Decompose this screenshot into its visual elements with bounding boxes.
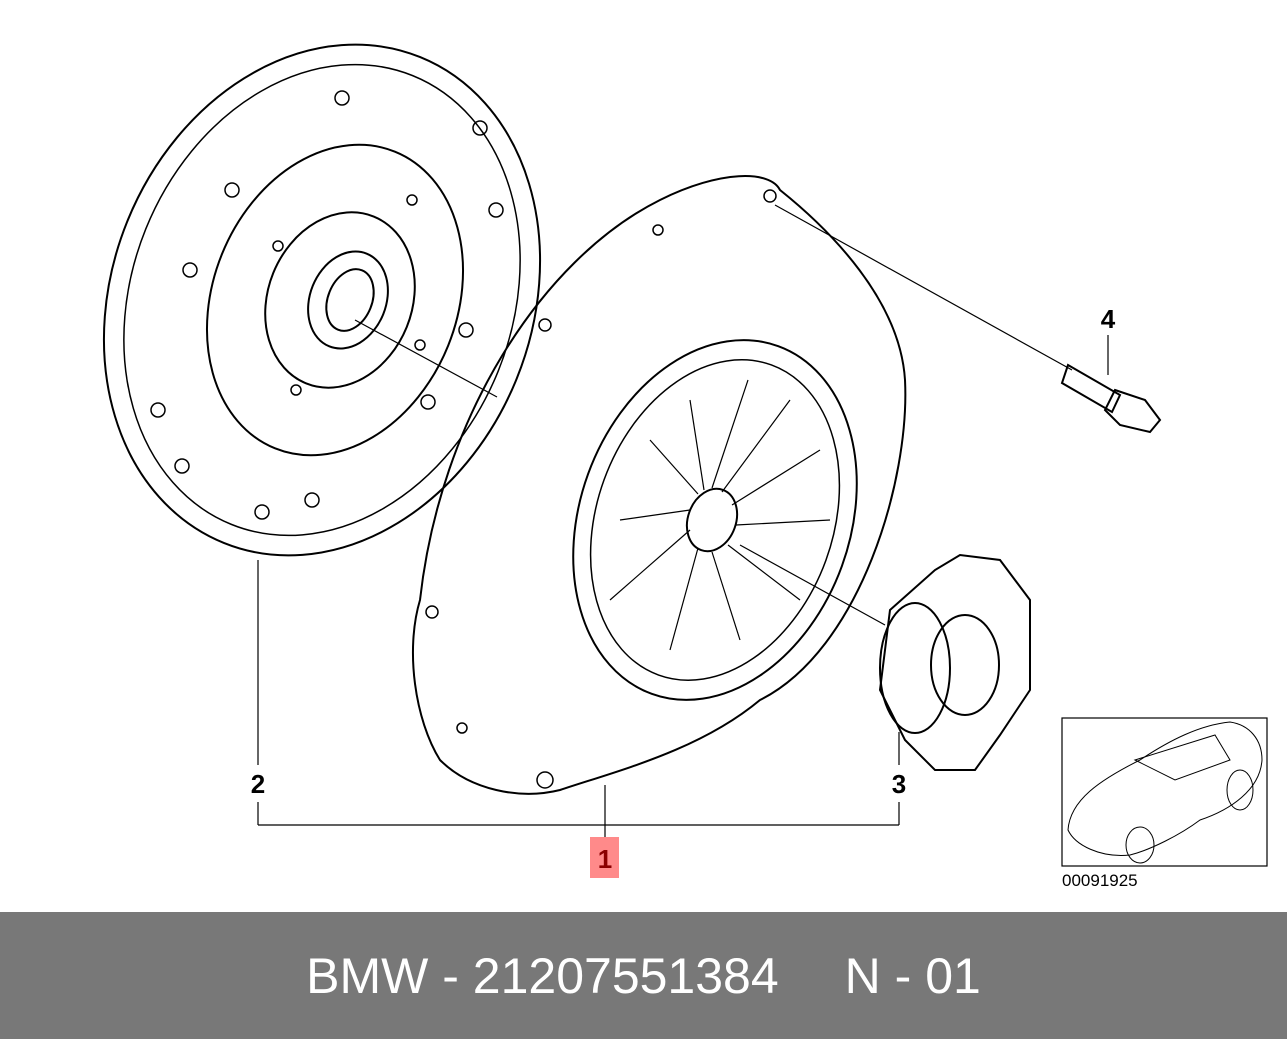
callout-1[interactable]: 1 bbox=[598, 844, 612, 874]
leader-lines bbox=[257, 204, 1109, 838]
pressure-plate[interactable] bbox=[412, 175, 907, 795]
bolt[interactable] bbox=[1060, 363, 1162, 434]
footer-brand: BMW bbox=[306, 947, 429, 1004]
callout-4[interactable]: 4 bbox=[1101, 304, 1116, 334]
callout-2[interactable]: 2 bbox=[251, 769, 265, 799]
clutch-disc[interactable] bbox=[29, 0, 615, 622]
footer-part-number: 21207551384 bbox=[472, 947, 779, 1004]
parts-diagram: 1 2 3 4 00091925 bbox=[29, 0, 1268, 890]
footer-page: N - 01 bbox=[844, 947, 981, 1004]
footer-separator: - bbox=[428, 947, 473, 1004]
vehicle-thumbnail: 00091925 bbox=[1061, 717, 1268, 890]
car-icon bbox=[1067, 721, 1263, 864]
callout-1-highlight bbox=[590, 837, 619, 878]
footer-bar: BMW - 21207551384 N - 01 bbox=[0, 912, 1287, 1039]
release-bearing[interactable] bbox=[878, 553, 1031, 771]
callout-3[interactable]: 3 bbox=[892, 769, 906, 799]
diagram-code: 00091925 bbox=[1062, 871, 1138, 890]
